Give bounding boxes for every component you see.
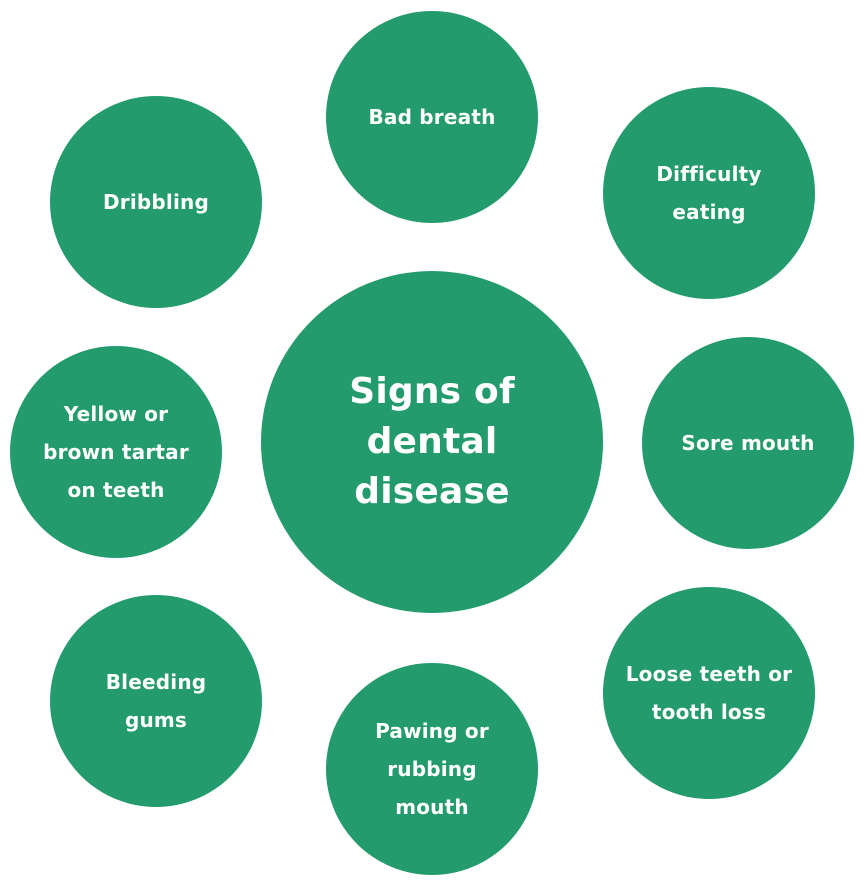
sign-label-loose-teeth: Loose teeth or tooth loss	[625, 662, 793, 724]
center-title: Signs of dental disease	[349, 371, 515, 512]
sign-bubble-tartar: Yellow or brown tartar on teeth	[10, 346, 222, 558]
sign-bubble-pawing: Pawing or rubbing mouth	[326, 663, 538, 875]
sign-label-sore-mouth: Sore mouth	[681, 431, 815, 455]
sign-label-difficulty-eating: Difficulty eating	[656, 162, 762, 224]
sign-label-tartar: Yellow or brown tartar on teeth	[43, 402, 189, 502]
center-bubble: Signs of dental disease	[261, 271, 603, 613]
sign-label-pawing: Pawing or rubbing mouth	[375, 719, 489, 819]
sign-bubble-dribbling: Dribbling	[50, 96, 262, 308]
sign-label-dribbling: Dribbling	[102, 190, 210, 214]
sign-bubble-loose-teeth: Loose teeth or tooth loss	[603, 587, 815, 799]
sign-label-bleeding-gums: Bleeding gums	[105, 670, 207, 732]
sign-bubble-bleeding-gums: Bleeding gums	[50, 595, 262, 807]
sign-bubble-difficulty-eating: Difficulty eating	[603, 87, 815, 299]
sign-bubble-bad-breath: Bad breath	[326, 11, 538, 223]
sign-label-bad-breath: Bad breath	[368, 105, 496, 129]
sign-bubble-sore-mouth: Sore mouth	[642, 337, 854, 549]
